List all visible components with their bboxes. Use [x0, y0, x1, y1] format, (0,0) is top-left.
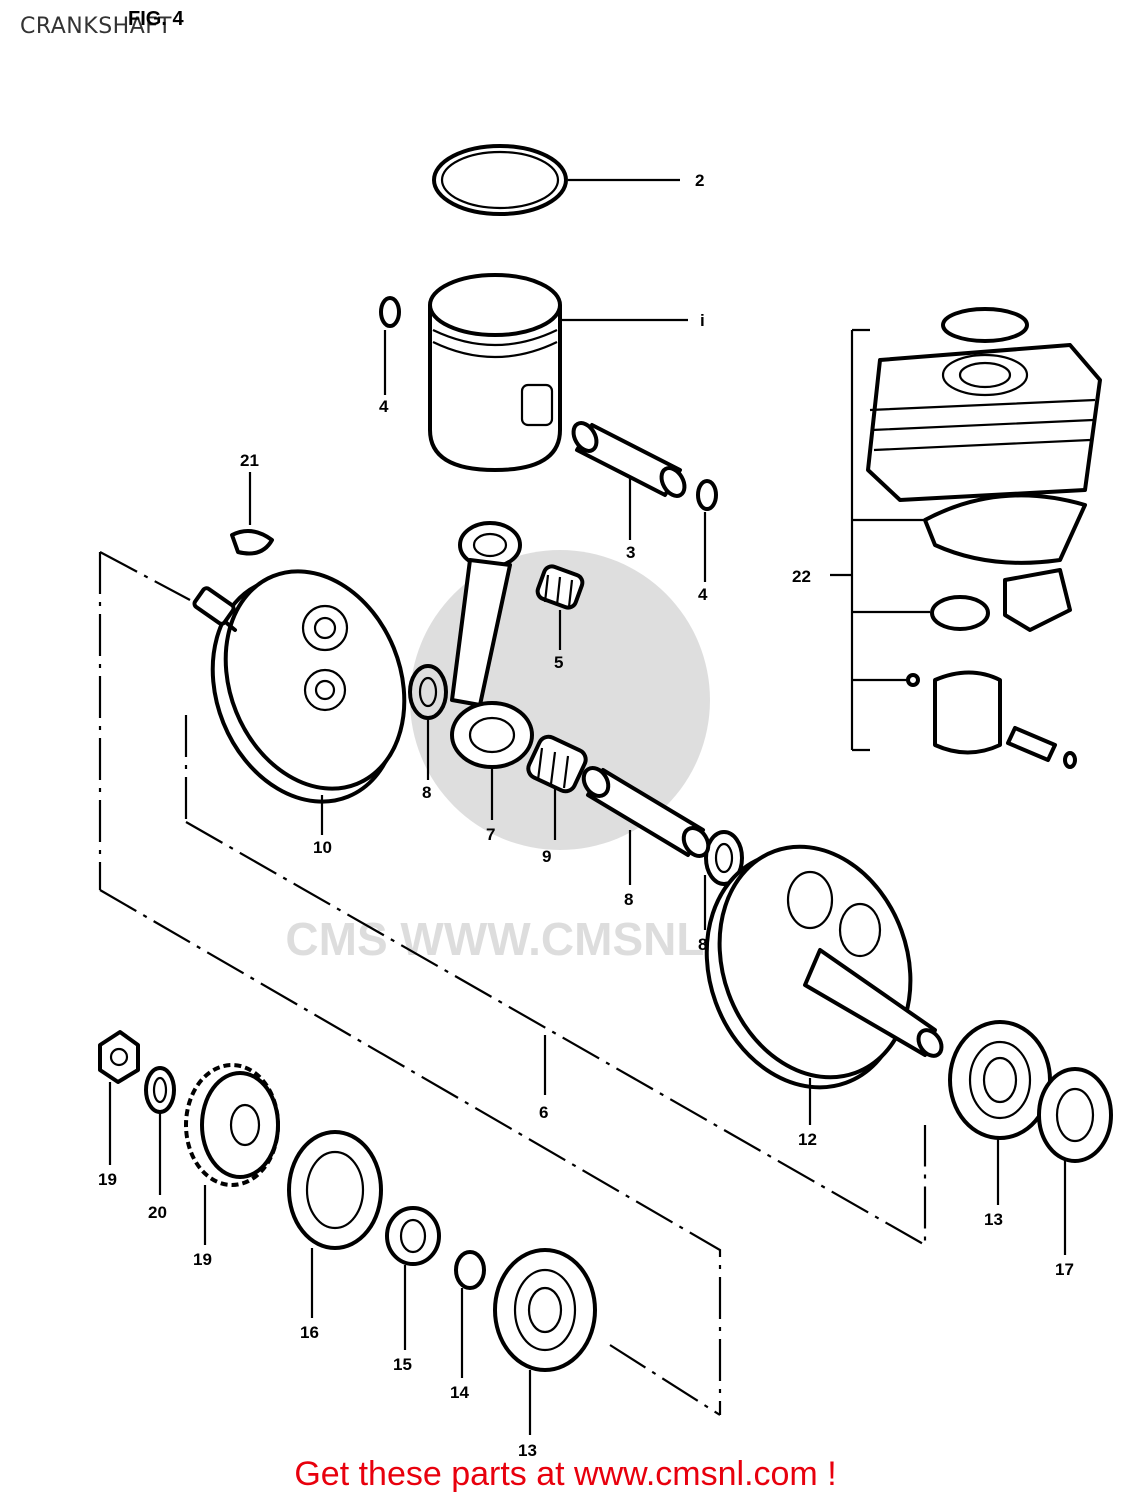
piston-pin-circlip-left[interactable]	[379, 296, 401, 328]
small-end-needle-bearing[interactable]	[535, 564, 585, 610]
piston-ring[interactable]	[432, 144, 568, 216]
right-crank-flywheel[interactable]	[675, 820, 947, 1116]
callout-9: 8	[624, 890, 633, 909]
connecting-rod[interactable]	[450, 521, 534, 769]
crank-bearing-right[interactable]	[948, 1020, 1052, 1140]
crank-nut[interactable]	[98, 1030, 140, 1084]
callout-12: 12	[798, 1130, 817, 1149]
crank-bearing-left[interactable]	[493, 1248, 597, 1372]
callout-4: 4	[698, 585, 708, 604]
callout-14: 14	[450, 1383, 469, 1402]
cylinder-kit-inset[interactable]	[850, 307, 1102, 769]
callout-19: 19	[98, 1170, 117, 1189]
crankshaft-assembly-outline	[98, 551, 927, 1416]
callout-8: 8	[698, 935, 707, 954]
oil-seal-left[interactable]	[287, 1130, 383, 1250]
left-crank-flywheel[interactable]	[180, 544, 435, 829]
callout-10: 9	[542, 847, 551, 866]
thrust-washer-left[interactable]	[408, 664, 448, 720]
callout-19: 19	[193, 1250, 212, 1269]
callout-8: 8	[422, 783, 431, 802]
figure-label: FIG. 4	[128, 8, 184, 30]
callout-6: 6	[539, 1103, 548, 1122]
callout-numbers: 2 i 4 3 4 21 22 5 8 7 10 9 8 8 6 12 19 2…	[98, 171, 1074, 1460]
callout-20: 20	[148, 1203, 167, 1222]
callout-16: 16	[300, 1323, 319, 1342]
callout-1: i	[700, 311, 705, 330]
piston-pin-circlip-right[interactable]	[696, 479, 718, 511]
o-ring[interactable]	[454, 1250, 486, 1290]
callout-21: 21	[240, 451, 259, 470]
callout-3: 3	[626, 543, 635, 562]
callout-13: 13	[518, 1441, 537, 1460]
primary-drive-gear[interactable]	[184, 1063, 280, 1187]
woodruff-key[interactable]	[230, 529, 274, 556]
oil-seal-right[interactable]	[1037, 1067, 1113, 1163]
buy-parts-link[interactable]: Get these parts at www.cmsnl.com !	[294, 1455, 837, 1493]
callout-13: 13	[984, 1210, 1003, 1229]
callout-11: 10	[313, 838, 332, 857]
callout-7: 7	[486, 825, 495, 844]
crank-pin[interactable]	[579, 763, 714, 860]
callout-17: 17	[1055, 1260, 1074, 1279]
callout-2: 2	[695, 171, 704, 190]
big-end-needle-bearing[interactable]	[525, 733, 589, 794]
callout-15: 15	[393, 1355, 412, 1374]
callout-4: 4	[379, 397, 389, 416]
page-title: CRANKSHAFT	[20, 14, 172, 39]
spacer[interactable]	[385, 1206, 441, 1266]
thrust-washer-right[interactable]	[704, 830, 744, 886]
callout-22: 22	[792, 567, 811, 586]
piston[interactable]	[428, 273, 562, 472]
lock-washer[interactable]	[144, 1066, 176, 1114]
piston-pin[interactable]	[569, 419, 689, 500]
callout-5: 5	[554, 653, 563, 672]
leader-lines	[108, 178, 1067, 1435]
